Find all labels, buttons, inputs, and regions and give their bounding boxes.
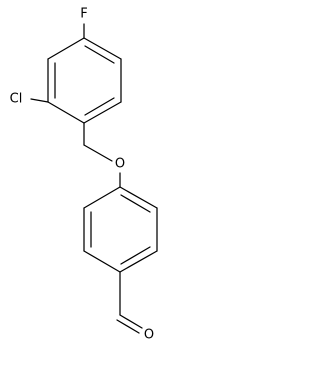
bond-c12-c7 [83,186,121,209]
bond-ch2-oxygen [83,144,113,162]
fluorine-atom-label: F [80,7,87,22]
bond-c9-c10 [119,250,158,273]
aldehyde-double-bond-inner [116,319,140,334]
benzaldehyde-structure-diagram: F Cl O O [10,7,158,343]
double-bond-inner-c3-c4 [84,97,115,116]
bond-c5-chlorine [30,98,49,103]
bond-c7-c8 [119,186,158,209]
upper-benzene-ring [47,37,122,124]
aldehyde-double-bond-outer [119,314,143,329]
ether-oxygen-label: O [115,157,125,172]
lower-benzene-ring [83,186,158,273]
chlorine-atom-label: Cl [10,92,23,107]
carbonyl-oxygen-label: O [144,328,154,343]
double-bond-inner-c1-c2 [84,45,115,64]
bond-c10-c11 [83,250,121,273]
double-bond-inner-c7-c8 [120,194,151,213]
double-bond-inner-c9-c10 [120,246,151,265]
bond-c4-c5 [47,101,85,124]
bond-c6-c1 [47,37,85,60]
bond-c3-c4 [83,101,122,124]
bond-c1-c2 [83,37,122,60]
